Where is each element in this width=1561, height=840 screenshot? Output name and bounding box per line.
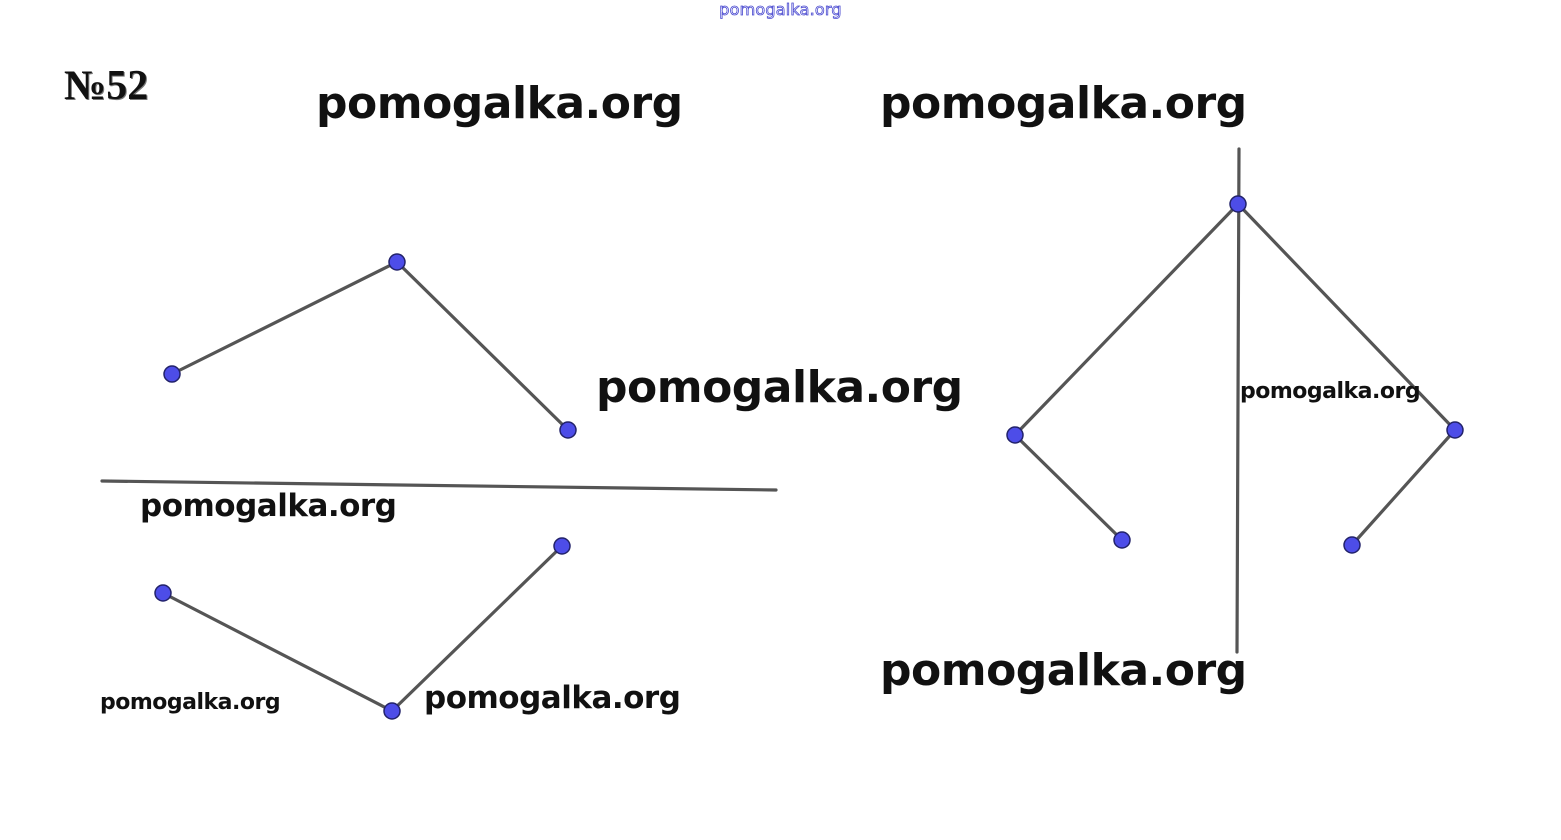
watermark-text: pomogalka.org [140, 488, 397, 524]
right-broken-line-segment-2 [1350, 428, 1457, 547]
point [1446, 421, 1464, 439]
point [383, 702, 401, 720]
point [1006, 426, 1024, 444]
point [1343, 536, 1361, 554]
vertical-axis-line [1235, 147, 1241, 654]
point [388, 253, 406, 271]
point [163, 365, 181, 383]
point [154, 584, 172, 602]
watermark-text: pomogalka.org [1240, 379, 1421, 404]
horizontal-axis-line [100, 479, 778, 492]
right-broken-line-segment-1 [1236, 202, 1457, 432]
problem-number: №52 [64, 63, 149, 109]
watermark-text: pomogalka.org [100, 690, 281, 715]
lower-broken-line-segment-1 [161, 591, 394, 713]
point [1113, 531, 1131, 549]
point [1229, 195, 1247, 213]
watermark-text: pomogalka.org [880, 78, 1247, 129]
point [559, 421, 577, 439]
left-broken-line-segment-2 [1013, 433, 1124, 542]
left-broken-line-segment-1 [1013, 202, 1240, 437]
top-site-watermark: pomogalka.org [719, 0, 842, 19]
watermark-text: pomogalka.org [880, 645, 1247, 696]
watermark-text: pomogalka.org [424, 680, 681, 716]
watermark-text: pomogalka.org [316, 78, 683, 129]
upper-broken-line-segment-1 [170, 260, 399, 376]
watermark-text: pomogalka.org [596, 362, 963, 413]
lower-broken-line-segment-2 [390, 544, 564, 713]
upper-broken-line-segment-2 [395, 260, 570, 432]
point [553, 537, 571, 555]
